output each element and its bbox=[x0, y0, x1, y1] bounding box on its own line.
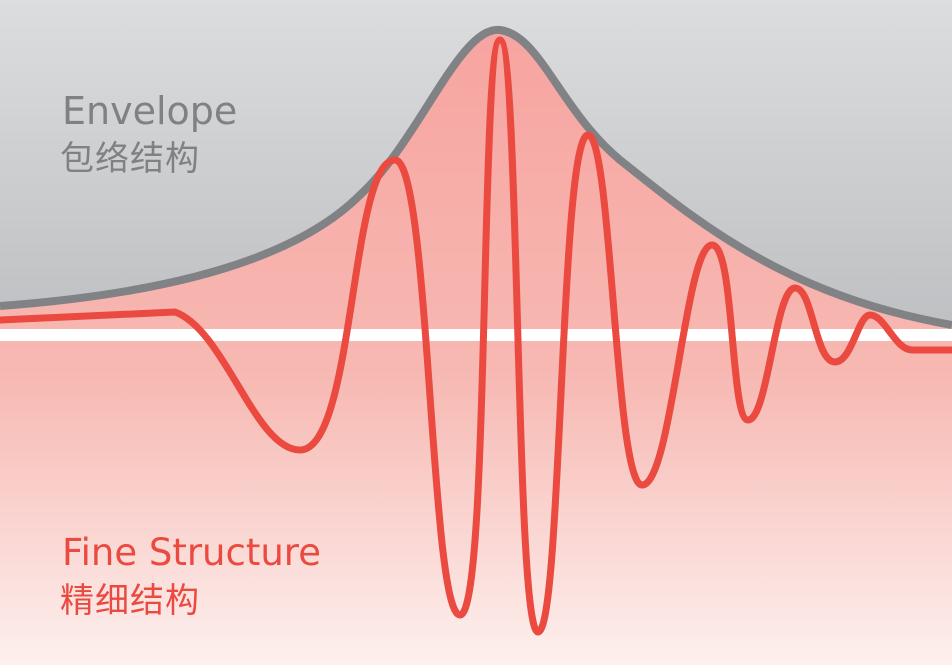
envelope-area-fill bbox=[0, 29, 952, 665]
fine-structure-label-chinese: 精细结构 bbox=[60, 581, 200, 621]
fine-structure-label: Fine Structure bbox=[62, 531, 321, 574]
envelope-label: Envelope bbox=[62, 89, 238, 133]
fine-structure-wave bbox=[0, 36, 952, 636]
baseline bbox=[0, 329, 952, 341]
envelope-curve bbox=[0, 25, 952, 329]
envelope-label-chinese: 包络结构 bbox=[60, 139, 200, 179]
